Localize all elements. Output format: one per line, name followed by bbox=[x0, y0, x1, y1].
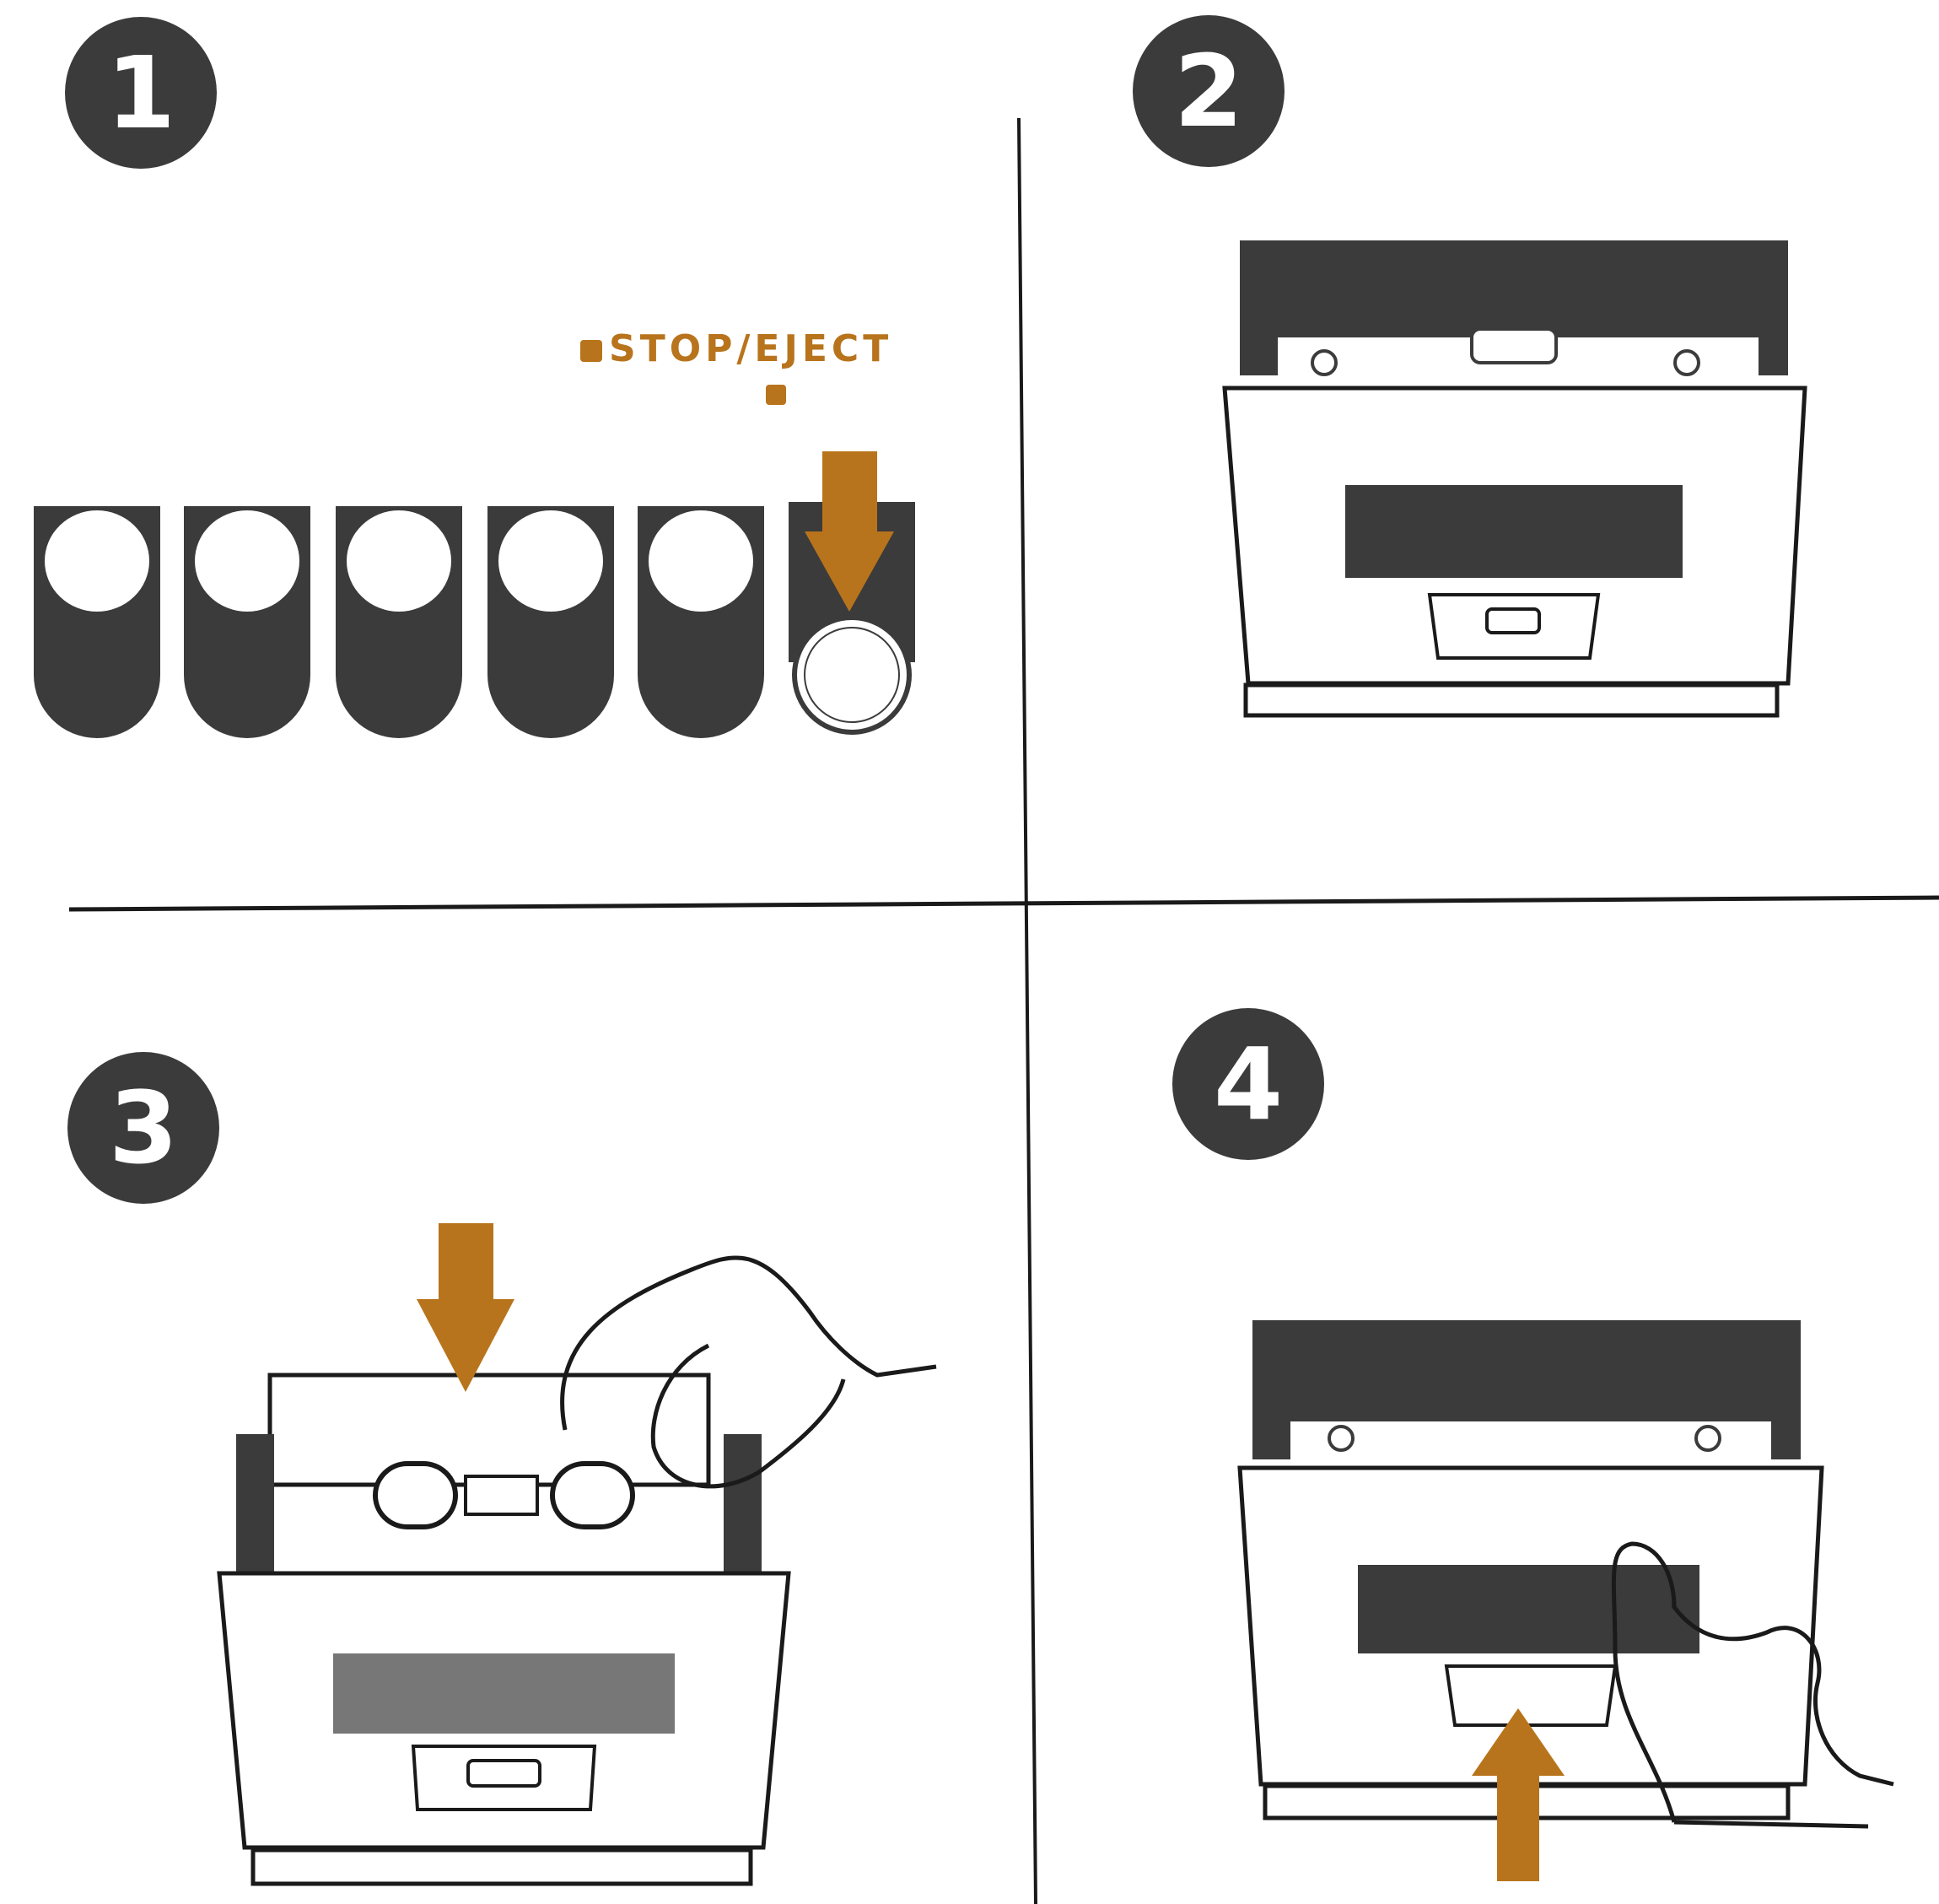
step-3-panel: 3 bbox=[0, 907, 1025, 1904]
key-2[interactable] bbox=[184, 506, 310, 738]
down-arrow-icon bbox=[417, 1223, 514, 1392]
close-cassette-door bbox=[1025, 907, 1939, 1904]
insert-cassette bbox=[0, 907, 1025, 1904]
step-1-panel: 1 STOP/EJECT bbox=[0, 0, 1025, 907]
key-3[interactable] bbox=[336, 506, 462, 738]
key-5[interactable] bbox=[638, 506, 764, 738]
cassette-icon bbox=[270, 1375, 708, 1527]
key-1[interactable] bbox=[34, 506, 160, 738]
step-4-panel: 4 bbox=[1025, 907, 1939, 1904]
open-cassette-door bbox=[1025, 0, 1939, 907]
button-row bbox=[0, 0, 1025, 907]
key-4[interactable] bbox=[487, 506, 614, 738]
step-2-panel: 2 bbox=[1025, 0, 1939, 907]
